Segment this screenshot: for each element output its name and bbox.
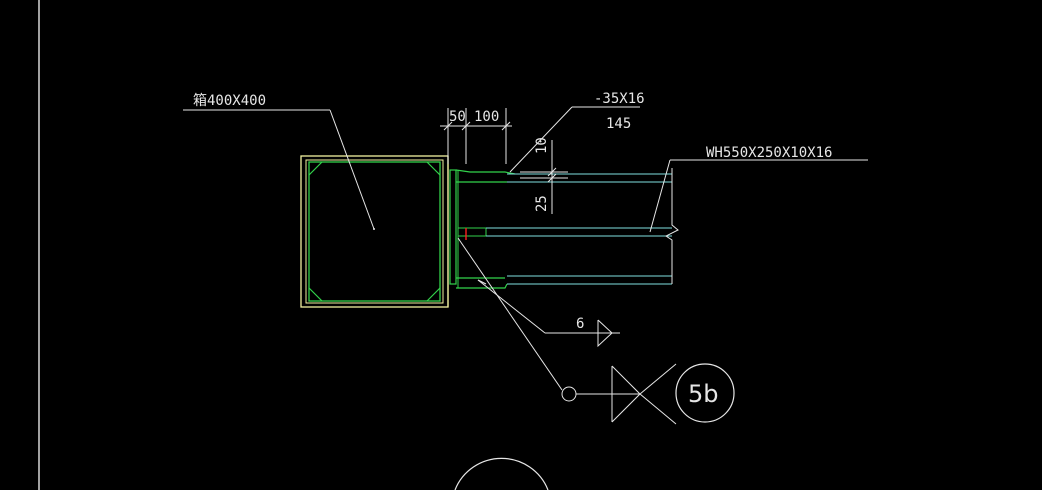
dim-50-label: 50: [449, 109, 466, 125]
dim-10-label: 10: [534, 137, 550, 154]
steel-beam: [486, 168, 679, 285]
top-dimension: [440, 108, 512, 164]
column-section-leader: [183, 109, 375, 230]
dim-25-label: 25: [534, 195, 550, 212]
detail-ref-label: 5b: [688, 380, 719, 408]
vertical-dimensions: [520, 140, 568, 214]
beam-section-label: WH550X250X10X16: [706, 145, 832, 161]
dim-100-label: 100: [474, 109, 499, 125]
box-column: [300, 155, 449, 308]
plate-leader: [509, 106, 640, 173]
column-section-label: 箱400X400: [193, 93, 266, 109]
beam-section-leader: [649, 159, 868, 233]
plate-length-label: 145: [606, 116, 631, 132]
plate-spec-label: -35X16: [594, 91, 645, 107]
weld-size-label: 6: [576, 316, 584, 332]
partial-circle: [454, 457, 549, 490]
weld-symbol: [477, 279, 620, 348]
detail-reference: [457, 237, 735, 425]
connection-plates: [447, 156, 516, 307]
